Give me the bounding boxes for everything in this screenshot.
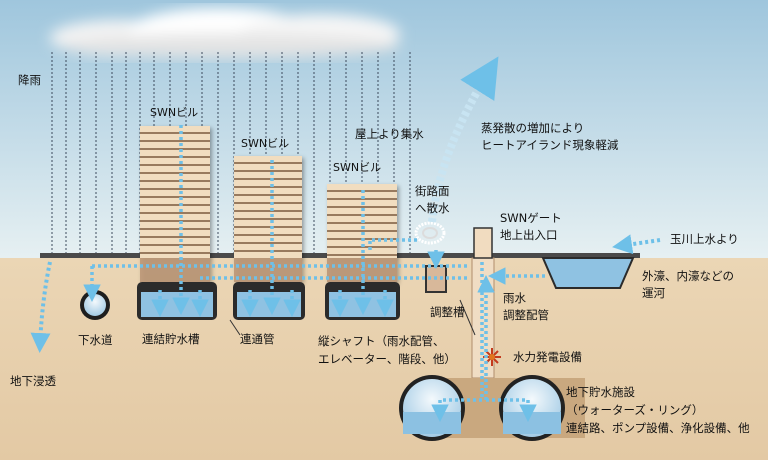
leader-lines xyxy=(229,299,476,336)
swn-gate xyxy=(473,227,493,259)
label-moat: 外濠、内濠などの 運河 xyxy=(642,269,734,300)
swn-building-1 xyxy=(140,126,210,282)
sewer-pipe xyxy=(80,290,110,320)
label-roof-collection: 屋上より集水 xyxy=(355,127,424,141)
label-street-sprinkle: 街路面 へ散水 xyxy=(415,184,450,215)
label-rain: 降雨 xyxy=(18,73,41,87)
label-infiltration: 地下浸透 xyxy=(10,374,56,388)
label-building-3: SWNビル xyxy=(333,161,382,174)
label-adjust-tank: 調整槽 xyxy=(430,305,465,319)
street-sprinkler-icon xyxy=(414,221,446,245)
label-building-2: SWNビル xyxy=(241,137,290,150)
flow-tamagawa xyxy=(612,234,661,255)
rain-cloud xyxy=(50,8,400,58)
label-gate: SWNゲート 地上出入口 xyxy=(500,211,562,242)
label-underground: 地下貯水施設 （ウォーターズ・リング） 連結路、ポンプ設備、浄化設備、他 xyxy=(566,385,750,435)
label-rain-pipe: 雨水 調整配管 xyxy=(503,291,549,322)
label-shaft: 縦シャフト（雨水配管、 エレベーター、階段、他） xyxy=(318,334,456,366)
flow-evaporation xyxy=(428,56,499,223)
swn-building-2 xyxy=(234,156,302,282)
label-tamagawa: 玉川上水より xyxy=(670,232,739,246)
underground-ring-left xyxy=(399,375,465,441)
underground-ring-right xyxy=(499,375,565,441)
flow-infiltration xyxy=(30,261,52,353)
storage-tank-1 xyxy=(137,282,217,320)
storage-tank-2 xyxy=(233,282,305,320)
moat-canal xyxy=(541,257,635,289)
label-hydro: 水力発電設備 xyxy=(513,350,582,364)
label-evaporation: 蒸発散の増加により ヒートアイランド現象軽減 xyxy=(481,121,619,152)
label-storage-tank: 連結貯水槽 xyxy=(142,332,200,346)
label-connecting-pipe: 連通管 xyxy=(240,332,275,346)
label-sewer: 下水道 xyxy=(78,333,113,347)
flow-arrows xyxy=(30,56,661,422)
label-building-1: SWNビル xyxy=(150,106,199,119)
